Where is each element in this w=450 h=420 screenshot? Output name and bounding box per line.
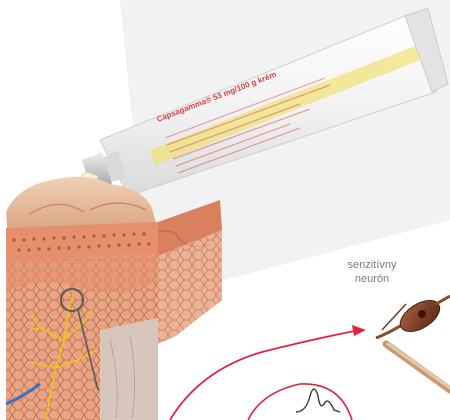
skin-block-icon [6,177,222,420]
sensory-neuron-icon [376,294,450,390]
neuron-label-line1: senzitívny [322,258,422,272]
neuron-label-line2: neurón [322,272,422,286]
signal-circuit [170,330,360,420]
sensory-neuron-label: senzitívny neurón [322,258,422,286]
signal-arrow [352,325,366,336]
